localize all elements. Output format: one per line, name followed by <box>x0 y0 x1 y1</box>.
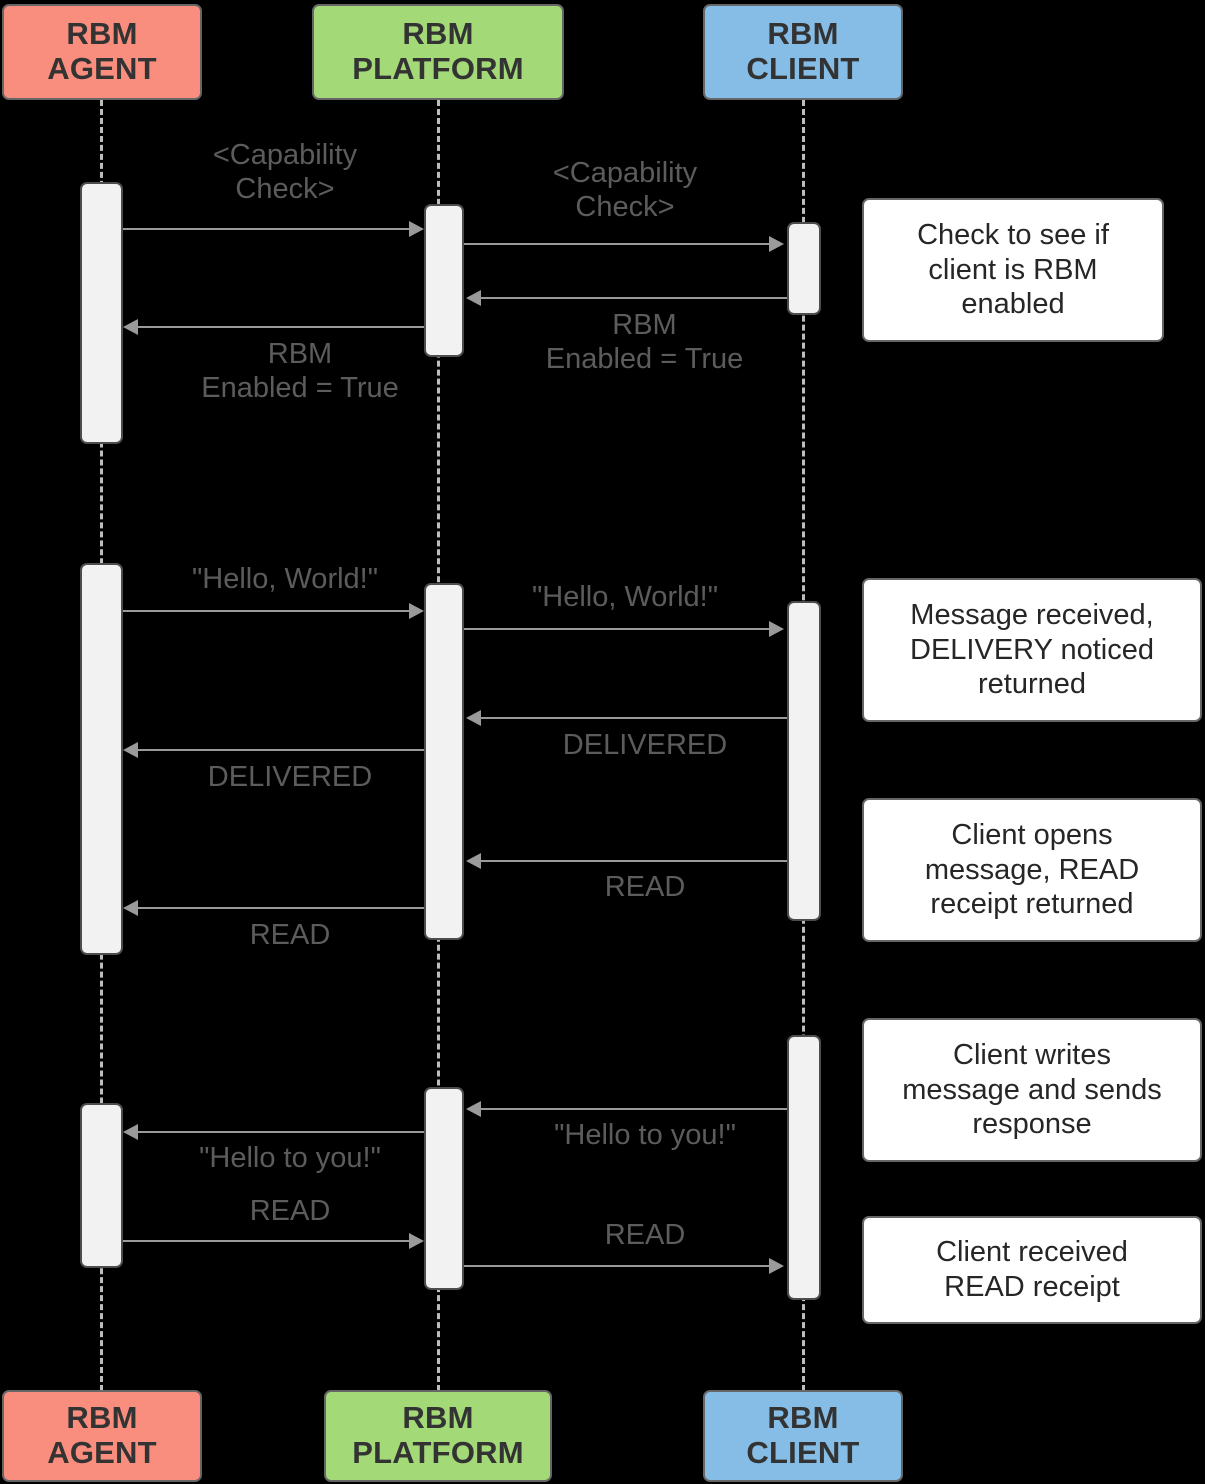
activation-platform-1 <box>424 204 464 357</box>
message-line-m12 <box>137 1131 424 1133</box>
message-line-m7 <box>480 717 787 719</box>
participant-header-platform-line1: RBM <box>402 16 474 52</box>
message-label-m2: <Capability Check> <box>552 157 698 224</box>
participant-footer-platform-line1: RBM <box>402 1400 474 1436</box>
message-arrowhead-m13 <box>409 1233 424 1249</box>
message-line-m14 <box>464 1265 771 1267</box>
message-arrowhead-m14 <box>769 1258 784 1274</box>
message-arrowhead-m12 <box>123 1124 138 1140</box>
message-arrowhead-m4 <box>123 319 138 335</box>
message-line-m1 <box>123 228 411 230</box>
activation-agent-2 <box>80 563 123 955</box>
note-client-received-read-receipt: Client received READ receipt <box>862 1216 1202 1324</box>
participant-header-agent[interactable]: RBM AGENT <box>2 4 202 100</box>
message-line-m4 <box>137 326 424 328</box>
participant-footer-platform-line2: PLATFORM <box>352 1435 524 1470</box>
message-label-m5: "Hello, World!" <box>191 563 379 595</box>
message-arrowhead-m8 <box>123 742 138 758</box>
message-arrowhead-m5 <box>409 603 424 619</box>
participant-footer-platform[interactable]: RBM PLATFORM <box>324 1390 552 1482</box>
message-label-m8: DELIVERED <box>207 761 373 793</box>
message-label-m4: RBM Enabled = True <box>201 338 399 405</box>
message-line-m11 <box>480 1108 787 1110</box>
message-label-m9: READ <box>604 871 686 903</box>
message-label-m13: READ <box>249 1195 331 1227</box>
message-arrowhead-m3 <box>466 290 481 306</box>
message-label-m6: "Hello, World!" <box>531 581 719 613</box>
message-label-m11: "Hello to you!" <box>554 1119 736 1151</box>
participant-footer-agent-line2: AGENT <box>47 1435 157 1470</box>
participant-footer-client-line1: RBM <box>767 1400 839 1436</box>
participant-footer-agent[interactable]: RBM AGENT <box>2 1390 202 1482</box>
note-client-opens-message-read: Client opens message, READ receipt retur… <box>862 798 1202 942</box>
message-line-m10 <box>137 907 424 909</box>
message-line-m5 <box>123 610 411 612</box>
message-label-m14: READ <box>604 1219 686 1251</box>
message-line-m2 <box>464 243 771 245</box>
note-check-rbm-enabled: Check to see if client is RBM enabled <box>862 198 1164 342</box>
activation-client-3 <box>787 1035 821 1300</box>
message-arrowhead-m9 <box>466 853 481 869</box>
message-label-m7: DELIVERED <box>562 729 728 761</box>
activation-client-1 <box>787 222 821 315</box>
participant-header-agent-line2: AGENT <box>47 51 157 86</box>
participant-header-agent-line1: RBM <box>66 16 138 52</box>
message-label-m10: READ <box>249 919 331 951</box>
activation-platform-3 <box>424 1087 464 1290</box>
message-label-m3: RBM Enabled = True <box>545 309 744 376</box>
activation-agent-1 <box>80 182 123 444</box>
message-line-m9 <box>480 860 787 862</box>
activation-platform-2 <box>424 583 464 940</box>
message-arrowhead-m2 <box>769 236 784 252</box>
note-client-writes-response: Client writes message and sends response <box>862 1018 1202 1162</box>
activation-agent-3 <box>80 1103 123 1268</box>
message-arrowhead-m11 <box>466 1101 481 1117</box>
message-line-m6 <box>464 628 771 630</box>
participant-header-platform-line2: PLATFORM <box>352 51 524 86</box>
participant-footer-agent-line1: RBM <box>66 1400 138 1436</box>
message-arrowhead-m7 <box>466 710 481 726</box>
participant-footer-client-line2: CLIENT <box>746 1435 860 1470</box>
message-line-m13 <box>123 1240 411 1242</box>
message-arrowhead-m1 <box>409 221 424 237</box>
message-line-m3 <box>480 297 787 299</box>
message-arrowhead-m10 <box>123 900 138 916</box>
note-message-received-delivery: Message received, DELIVERY noticed retur… <box>862 578 1202 722</box>
message-line-m8 <box>137 749 424 751</box>
participant-header-client-line1: RBM <box>767 16 839 52</box>
message-label-m12: "Hello to you!" <box>199 1142 381 1174</box>
message-label-m1: <Capability Check> <box>212 139 358 206</box>
participant-header-platform[interactable]: RBM PLATFORM <box>312 4 564 100</box>
participant-footer-client[interactable]: RBM CLIENT <box>703 1390 903 1482</box>
message-arrowhead-m6 <box>769 621 784 637</box>
activation-client-2 <box>787 601 821 921</box>
participant-header-client[interactable]: RBM CLIENT <box>703 4 903 100</box>
participant-header-client-line2: CLIENT <box>746 51 860 86</box>
